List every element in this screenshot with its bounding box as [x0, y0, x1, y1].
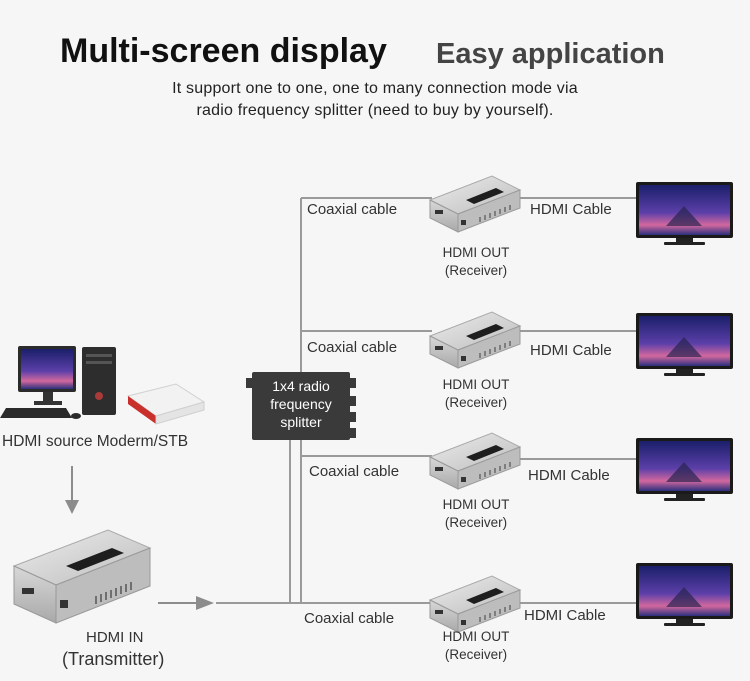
receiver-label-2: HDMI OUT (Receiver)	[426, 376, 526, 412]
receiver-label-1: HDMI OUT (Receiver)	[426, 244, 526, 280]
transmitter-label-1: HDMI IN	[86, 629, 144, 646]
source-label: HDMI source Moderm/STB	[2, 433, 189, 450]
receiver-device-4	[428, 575, 522, 633]
receiver-label-4-line-1: HDMI OUT	[442, 629, 510, 644]
splitter-label-line-3: splitter	[280, 414, 322, 430]
modem-stb	[126, 383, 206, 425]
receiver-label-1-line-2: (Receiver)	[444, 263, 508, 278]
receiver-label-2-line-1: HDMI OUT	[442, 377, 510, 392]
transmitter-label-2: (Transmitter)	[62, 649, 165, 669]
receiver-label-3: HDMI OUT (Receiver)	[426, 496, 526, 532]
coax-label-1: Coaxial cable	[307, 201, 398, 218]
coax-label-2: Coaxial cable	[307, 339, 398, 356]
tv-display-2	[636, 313, 733, 376]
splitter-label-line-1: 1x4 radio	[272, 378, 330, 394]
hdmi-cable-label-3: HDMI Cable	[528, 467, 610, 484]
hdmi-source-pc	[0, 346, 116, 419]
tv-display-3	[636, 438, 733, 501]
receiver-device-3	[428, 432, 522, 490]
arrow-source-to-transmitter	[65, 466, 79, 514]
receiver-label-2-line-2: (Receiver)	[444, 395, 508, 410]
transmitter-device	[12, 529, 152, 624]
hdmi-cable-label-2: HDMI Cable	[530, 342, 612, 359]
coax-label-4: Coaxial cable	[304, 610, 395, 627]
receiver-label-1-line-1: HDMI OUT	[442, 245, 510, 260]
tv-display-4	[636, 563, 733, 626]
splitter-label-line-2: frequency	[270, 396, 332, 412]
receiver-device-1	[428, 175, 522, 233]
coax-label-3: Coaxial cable	[309, 463, 400, 480]
receiver-label-3-line-2: (Receiver)	[444, 515, 508, 530]
hdmi-cable-label-1: HDMI Cable	[530, 201, 612, 218]
description-line-1: It support one to one, one to many conne…	[172, 80, 578, 97]
receiver-label-4-line-2: (Receiver)	[444, 647, 508, 662]
description-line-2: radio frequency splitter (need to buy by…	[196, 102, 554, 119]
splitter-label: 1x4 radio frequency splitter	[254, 377, 348, 431]
receiver-label-4: HDMI OUT (Receiver)	[426, 628, 526, 664]
page-subtitle: Easy application	[436, 38, 665, 70]
tv-display-1	[636, 182, 733, 245]
receiver-label-3-line-1: HDMI OUT	[442, 497, 510, 512]
hdmi-cable-label-4: HDMI Cable	[524, 607, 606, 624]
receiver-device-2	[428, 311, 522, 369]
arrow-transmitter-out	[158, 596, 214, 610]
splitter-box	[246, 372, 356, 440]
hdmi-lines	[518, 197, 640, 604]
page-title: Multi-screen display	[60, 32, 387, 70]
